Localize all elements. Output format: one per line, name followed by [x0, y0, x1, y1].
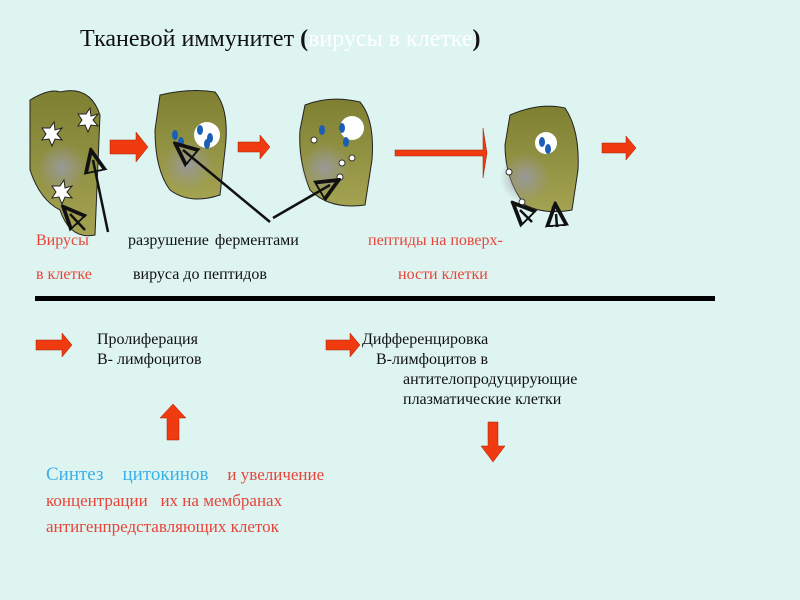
synthesis-text: Синтез цитокинов и увеличение концентрац…	[46, 464, 325, 536]
label-surface: ности клетки	[398, 266, 488, 283]
arrow-right-icon	[325, 332, 361, 358]
arrow-right-icon	[394, 127, 488, 179]
cell-1	[29, 90, 101, 237]
arrow-right-icon	[35, 332, 73, 358]
label-in-cell: в клетке	[36, 266, 92, 283]
label-viruses: Вирусы	[36, 232, 89, 249]
virus-icon	[40, 120, 64, 148]
differentiation-text: Дифференцировка В-лимфоцитов в антителоп…	[362, 331, 578, 408]
arrow-right-icon	[237, 134, 271, 160]
arrow-down-icon	[480, 421, 506, 463]
cell-3	[299, 98, 373, 207]
virus-icon	[50, 178, 74, 206]
label-destruction: разрушение ферментами	[128, 232, 299, 249]
arrow-up-icon	[159, 403, 187, 441]
virus-icon	[76, 106, 100, 134]
label-to-peptides: вируса до пептидов	[133, 266, 267, 283]
page-title: Тканевой иммунитет (вирусы в клетке)	[80, 26, 481, 52]
divider	[35, 296, 715, 301]
cell-4	[500, 105, 579, 213]
arrow-right-icon	[109, 131, 149, 163]
arrow-right-icon	[601, 135, 637, 161]
cell-2	[154, 90, 227, 200]
label-peptides: пептиды на поверх-	[368, 232, 503, 249]
